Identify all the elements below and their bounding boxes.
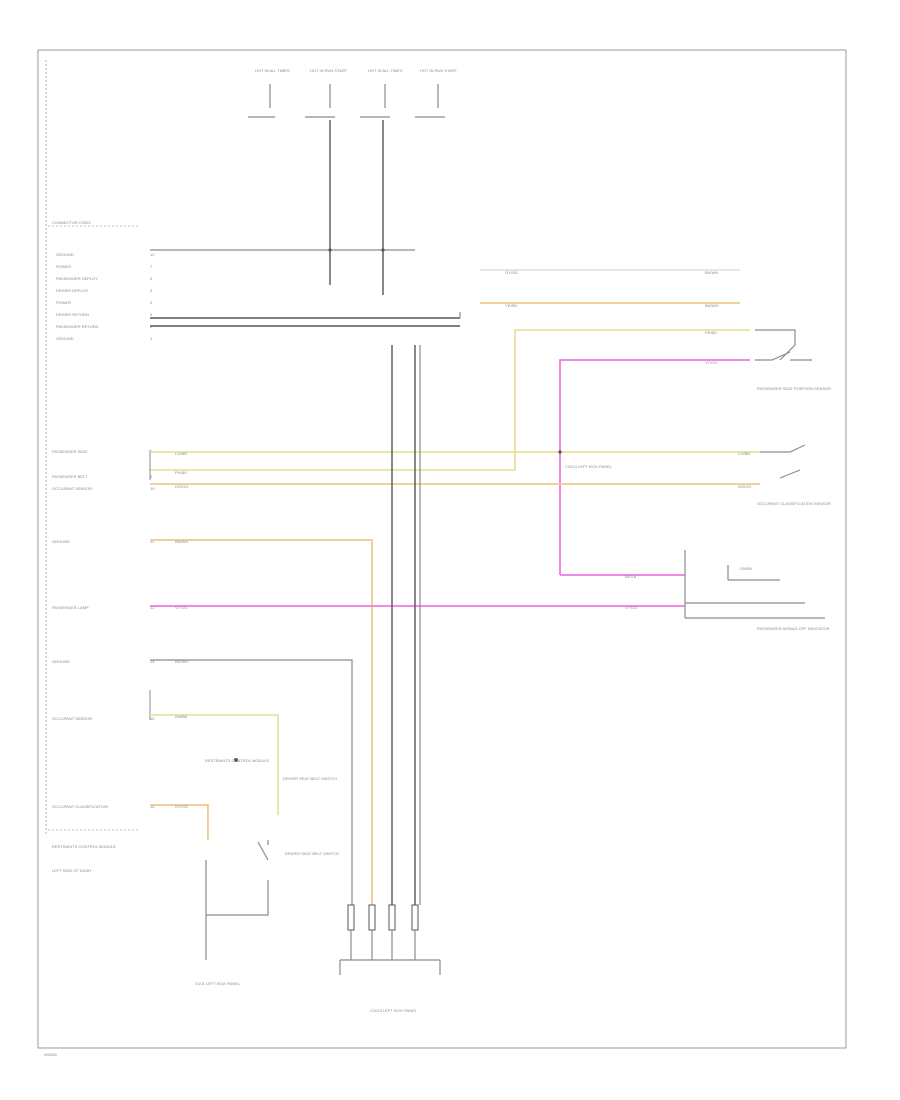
figure-id: W0055	[44, 1052, 57, 1057]
wire-color-label: BN/WH	[705, 303, 718, 308]
splice-text: RESTRAINTS CONTROL MODULE	[205, 758, 269, 763]
fuse-label: HOT IN RUN START	[310, 68, 348, 73]
fuse-block-2: HOT IN RUN START	[305, 68, 348, 118]
module-name: RESTRAINTS CONTROL MODULE	[52, 844, 116, 849]
pin-label: PASSENGER LAMP	[52, 605, 89, 610]
wire-color-label: VT/OG	[175, 605, 187, 610]
component-label: G101 LEFT KICK PANEL	[195, 981, 241, 986]
wire-color-label: GY/OG	[505, 270, 518, 275]
switch-text: DRIVER SEAT BELT SWITCH	[283, 776, 337, 781]
pin-label: POWER	[56, 300, 71, 305]
component-label: C2013 LEFT KICK PANEL	[370, 1008, 418, 1013]
module-pin-list-top: GROUND POWER PASSENGER DEPLOY DRIVER DEP…	[56, 252, 155, 341]
wire-color-label: VT/OG	[625, 605, 637, 610]
pin-label: PASSENGER SEAT	[52, 449, 88, 454]
fuse-block-3: HOT IN ALL TIMES	[360, 68, 403, 118]
wire-color-label: GN/BK	[175, 714, 188, 719]
wire-color-label: BK/WH	[705, 270, 718, 275]
component-label: PASSENGER AIRBAG OFF INDICATOR	[757, 626, 830, 631]
component-label: OCCUPANT CLASSIFICATION SENSOR	[757, 501, 831, 506]
pin-label: GROUND	[52, 539, 70, 544]
pin-number: 4	[150, 300, 153, 305]
wire-color-label: LG/BN	[175, 451, 187, 456]
pin-number: 12	[150, 252, 155, 257]
component-label: PASSENGER SEAT POSITION SENSOR	[757, 386, 831, 391]
wire-color-label: GY/OG	[175, 804, 188, 809]
pin-label: DRIVER RETURN	[56, 312, 89, 317]
passenger-seat-position-sensor: PASSENGER SEAT POSITION SENSOR	[757, 386, 831, 391]
fuse-label: HOT IN RUN START	[420, 68, 458, 73]
pin-label: GROUND	[56, 336, 74, 341]
pin-label: PASSENGER RETURN	[56, 324, 98, 329]
pin-label: OCCUPANT SENSOR	[52, 716, 92, 721]
fuse-block-1: HOT IN ALL TIMES	[248, 68, 290, 118]
wire-color-label: BK/WH	[175, 659, 188, 664]
wire-color-label: BK/LB	[625, 574, 637, 579]
pin-number: 7	[150, 264, 153, 269]
wire-color-label: DG/OG	[175, 484, 188, 489]
pin-number: 13	[150, 605, 155, 610]
switch-text: DRIVER SEAT BELT SWITCH	[285, 851, 339, 856]
pin-number: 3	[150, 312, 153, 317]
pin-number: 14	[150, 659, 155, 664]
wire-color-label: BN/WH	[175, 539, 188, 544]
pin-label: GROUND	[56, 252, 74, 257]
wire-color-label: VT/OG	[705, 360, 717, 365]
fuse-label: HOT IN ALL TIMES	[255, 68, 290, 73]
pin-number: 9	[150, 474, 153, 479]
pin-number: 6	[150, 276, 153, 281]
wire-color-label: PK/BU	[705, 330, 717, 335]
passenger-airbag-off-indicator: PASSENGER AIRBAG OFF INDICATOR	[757, 626, 830, 631]
module-location: LEFT SIDE OF DASH	[52, 868, 91, 873]
pin-number: 5	[150, 288, 153, 293]
pin-label: PASSENGER BELT	[52, 474, 88, 479]
wire-color-label: LG/BN	[738, 451, 750, 456]
pin-label: DRIVER DEPLOY	[56, 288, 89, 293]
pin-label: GROUND	[52, 659, 70, 664]
wire-color-label: YE/RD	[505, 303, 517, 308]
pin-label: PASSENGER DEPLOY	[56, 276, 98, 281]
connector-c2013: C2013 LEFT KICK PANEL	[339, 904, 441, 1013]
pin-number: 15	[150, 716, 155, 721]
diagram-frame	[37, 49, 847, 1049]
module-pin-list-mid: PASSENGER SEAT PASSENGER BELT OCCUPANT S…	[52, 449, 155, 809]
pin-number: 10	[150, 486, 155, 491]
pin-number: 1	[150, 336, 153, 341]
pin-label: OCCUPANT SENSOR	[52, 486, 92, 491]
pin-label: OCCUPANT CLASSIFICATION	[52, 804, 108, 809]
occupant-classification-sensor: OCCUPANT CLASSIFICATION SENSOR	[757, 501, 831, 506]
wire-color-label: DG/OG	[738, 484, 751, 489]
indicator-text: GN/BK	[740, 566, 753, 571]
wire-color-label: PK/BU	[175, 470, 187, 475]
pin-number: 11	[150, 539, 155, 544]
splice-label: C2013 LEFT KICK PANEL	[565, 464, 613, 469]
pin-label: POWER	[56, 264, 71, 269]
ground-g101: G101 LEFT KICK PANEL	[195, 981, 241, 986]
fuse-label: HOT IN ALL TIMES	[368, 68, 403, 73]
module-header: CONNECTOR C2003	[52, 220, 91, 225]
pin-number: 16	[150, 804, 155, 809]
fuse-block-4: HOT IN RUN START	[415, 68, 458, 118]
